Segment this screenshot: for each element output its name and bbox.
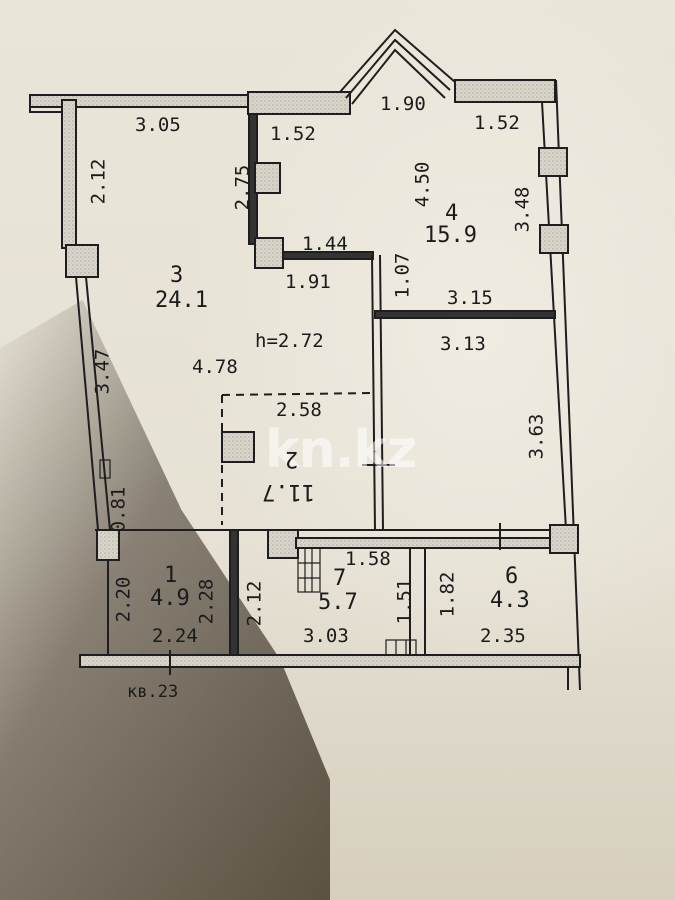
wall-bottom: [79, 654, 581, 668]
room-6-number: 6: [505, 564, 519, 589]
dim: 3.48: [511, 186, 534, 233]
dim: 1.91: [285, 271, 331, 293]
dim: 2.35: [480, 625, 526, 647]
dim: 2.58: [276, 399, 322, 421]
room-4-area: 15.9: [424, 223, 477, 248]
dim: 2.24: [152, 625, 198, 647]
dim: 1.52: [270, 123, 316, 145]
room-2-number: 2: [285, 446, 299, 471]
dim: 2.12: [243, 580, 266, 627]
dim: 3.05: [135, 114, 181, 136]
dim: 1.90: [380, 93, 426, 115]
dim: 2.12: [87, 158, 110, 205]
room-7-area: 5.7: [318, 590, 358, 615]
room-2-area: 11.7: [262, 479, 315, 504]
room-7-number: 7: [333, 566, 347, 591]
room-6-area: 4.3: [490, 588, 530, 613]
room-1-number: 1: [164, 563, 178, 588]
dim: 1.52: [474, 112, 520, 134]
wall-top-r4-right: [454, 79, 556, 103]
wall-left-upper: [61, 99, 77, 249]
dim: 3.15: [447, 287, 493, 309]
dim: 2.20: [112, 576, 135, 623]
dim: 1.82: [436, 571, 459, 618]
ceiling-height: h=2.72: [255, 330, 324, 352]
dim: 2.75: [231, 164, 254, 211]
room-3-number: 3: [170, 263, 184, 288]
watermark: kn.kz: [265, 420, 417, 480]
dim: 1.07: [391, 252, 414, 299]
dim: 3.13: [440, 333, 486, 355]
pillar-left: [65, 244, 99, 278]
dim: 4.78: [192, 356, 238, 378]
wall-top-r4-left: [247, 91, 351, 115]
dim: 1.58: [345, 548, 391, 570]
dim: 3.47: [91, 348, 114, 395]
dim: 3.03: [303, 625, 349, 647]
room-1-area: 4.9: [150, 586, 190, 611]
room-3-area: 24.1: [155, 288, 208, 313]
dim: 2.28: [195, 578, 218, 625]
dim: 1.51: [393, 578, 416, 625]
pillar-right-2: [539, 224, 569, 254]
dim: 3.63: [525, 413, 548, 460]
dim: 4.50: [411, 161, 434, 208]
pillar-right-1: [538, 147, 568, 177]
apartment-label: кв.23: [127, 682, 179, 702]
dim: 0.81: [107, 486, 130, 533]
dim: 1.44: [302, 233, 348, 255]
room-4-number: 4: [445, 201, 459, 226]
